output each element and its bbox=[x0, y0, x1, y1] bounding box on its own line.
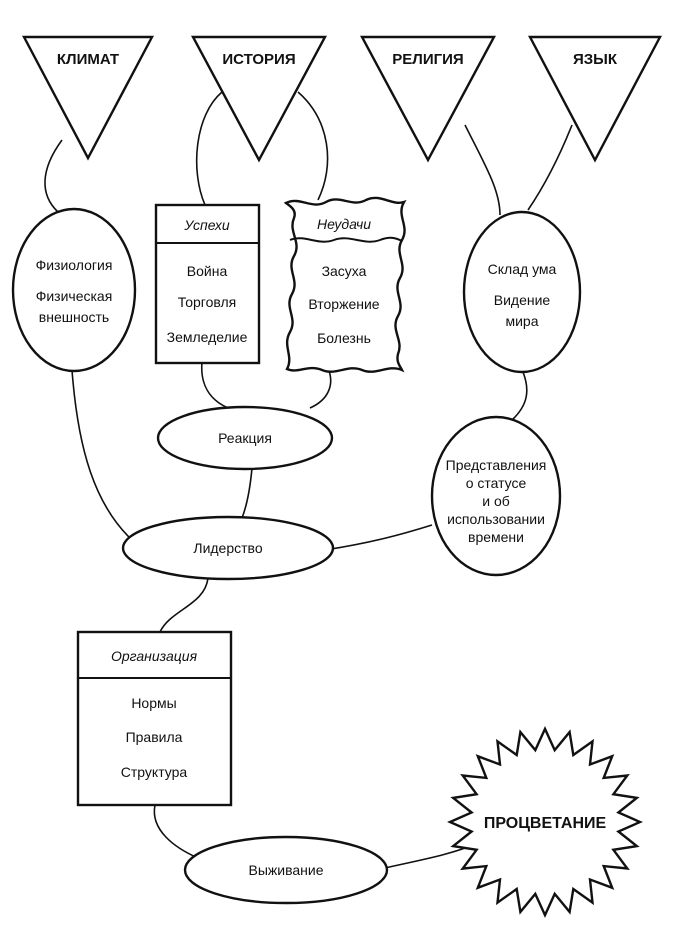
successes-item-3: Земледелие bbox=[167, 329, 248, 345]
connector-successes-reaction bbox=[201, 361, 229, 409]
physiology-line1: Физиология bbox=[36, 257, 113, 273]
triangle-climate bbox=[22, 35, 154, 161]
failures-divider bbox=[289, 236, 403, 243]
failures-item-2: Вторжение bbox=[308, 296, 379, 312]
organization-item-3: Структура bbox=[121, 764, 188, 780]
status-time-node: Представления о статусе и об использован… bbox=[430, 415, 562, 577]
failures-item-3: Болезнь bbox=[317, 330, 371, 346]
successes-rect bbox=[154, 203, 261, 365]
prosperity-label: ПРОЦВЕТАНИЕ bbox=[484, 815, 607, 832]
physiology-line3: внешность bbox=[39, 309, 109, 325]
connector-status-leadership bbox=[324, 524, 433, 551]
organization-item-2: Правила bbox=[126, 729, 183, 745]
factor-label-climate: КЛИМАТ bbox=[57, 51, 119, 68]
connector-history-successes bbox=[195, 91, 223, 206]
failures-box: Неудачи Засуха Вторжение Болезнь bbox=[283, 196, 407, 373]
physiology-ellipse bbox=[11, 207, 137, 373]
mindset-line1: Склад ума bbox=[488, 261, 557, 277]
status-time-line1: Представления bbox=[446, 457, 547, 473]
organization-title: Организация bbox=[111, 648, 198, 664]
leadership-ellipse bbox=[121, 515, 335, 581]
factor-label-religion: РЕЛИГИЯ bbox=[392, 51, 463, 68]
connector-physiology-leadership bbox=[71, 369, 133, 541]
survival-ellipse bbox=[183, 835, 389, 905]
failures-item-1: Засуха bbox=[322, 263, 367, 279]
connector-leadership-organization bbox=[159, 577, 209, 633]
leadership-node: Лидерство bbox=[121, 515, 335, 581]
factor-label-language: ЯЗЫК bbox=[573, 51, 618, 68]
successes-box: Успехи Война Торговля Земледелие bbox=[154, 203, 261, 365]
connector-reaction-leadership bbox=[241, 467, 253, 519]
physiology-node: Физиология Физическая внешность bbox=[11, 207, 137, 373]
triangle-religion bbox=[359, 35, 497, 163]
factor-label-history: ИСТОРИЯ bbox=[222, 51, 295, 68]
organization-item-1: Нормы bbox=[131, 695, 176, 711]
organization-rect bbox=[76, 630, 233, 807]
connector-organization-survival bbox=[153, 804, 199, 859]
reaction-label: Реакция bbox=[218, 430, 272, 446]
connector-language-mindset bbox=[527, 124, 573, 211]
factor-climate: КЛИМАТ bbox=[22, 35, 154, 161]
successes-title: Успехи bbox=[183, 217, 230, 233]
leadership-label: Лидерство bbox=[193, 540, 262, 556]
prosperity-starburst bbox=[447, 726, 643, 918]
successes-item-1: Война bbox=[187, 263, 228, 279]
reaction-ellipse bbox=[156, 405, 334, 471]
survival-label: Выживание bbox=[249, 862, 324, 878]
survival-node: Выживание bbox=[183, 835, 389, 905]
prosperity-node: ПРОЦВЕТАНИЕ bbox=[447, 726, 643, 918]
factor-language: ЯЗЫК bbox=[528, 35, 662, 163]
connector-failures-reaction bbox=[309, 367, 332, 409]
factor-history: ИСТОРИЯ bbox=[190, 35, 328, 163]
status-time-ellipse bbox=[430, 415, 562, 577]
factor-religion: РЕЛИГИЯ bbox=[359, 35, 497, 163]
mindset-node: Склад ума Видение мира bbox=[462, 210, 582, 374]
connector-history-failures bbox=[297, 91, 329, 201]
status-time-line5: времени bbox=[468, 529, 524, 545]
triangle-language bbox=[528, 35, 662, 163]
successes-item-2: Торговля bbox=[178, 294, 236, 310]
status-time-line4: использовании bbox=[447, 511, 545, 527]
organization-box: Организация Нормы Правила Структура bbox=[76, 630, 233, 807]
failures-title: Неудачи bbox=[317, 216, 371, 232]
mindset-line2: Видение bbox=[494, 292, 551, 308]
mindset-line3: мира bbox=[505, 313, 538, 329]
connector-climate-physiology bbox=[44, 139, 63, 213]
status-time-line3: и об bbox=[482, 493, 510, 509]
physiology-line2: Физическая bbox=[36, 288, 113, 304]
reaction-node: Реакция bbox=[156, 405, 334, 471]
status-time-line2: о статусе bbox=[466, 475, 527, 491]
mindset-ellipse bbox=[462, 210, 582, 374]
triangle-history bbox=[190, 35, 328, 163]
connector-mindset-status bbox=[511, 371, 528, 421]
connector-religion-mindset bbox=[464, 124, 501, 216]
